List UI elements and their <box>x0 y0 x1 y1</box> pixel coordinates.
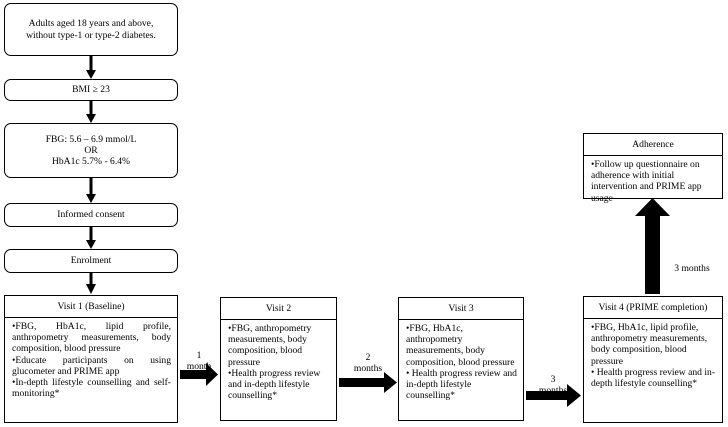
interval-v2-v3-line-1: 2 <box>365 352 371 363</box>
visit-4-title: Visit 4 (PRIME completion) <box>584 297 722 319</box>
eligibility-bmi-box: BMI ≥ 23 <box>4 79 178 101</box>
visit-2-title: Visit 2 <box>221 298 336 320</box>
down-arrow-5 <box>86 273 96 294</box>
enrolment-box: Enrolment <box>4 249 178 273</box>
eligibility-glucose-box: FBG: 5.6 – 6.9 mmol/L OR HbA1c 5.7% - 6.… <box>4 123 178 178</box>
visit-1-item-3: •In-depth lifestyle counselling and self… <box>12 377 171 400</box>
interval-label-v1-v2: 1 month <box>182 350 216 372</box>
visit-3-box: Visit 3 •FBG, HbA1c, anthropometry measu… <box>398 297 524 421</box>
visit-3-item-2: • Health progress review and in-depth li… <box>406 367 517 402</box>
interval-label-v3-v4: 3 months <box>524 374 582 396</box>
interval-v1-v2-line-1: 1 <box>196 350 202 361</box>
up-arrow-v4-adherence <box>635 198 670 294</box>
interval-v4-adherence-line: 3 months <box>674 263 710 274</box>
enrolment-line: Enrolment <box>70 255 112 267</box>
visit-1-item-1: •FBG, HbA1c, lipid profile, anthropometr… <box>12 321 171 355</box>
right-arrow-v2-v3 <box>339 372 397 393</box>
eligibility-bmi-line: BMI ≥ 23 <box>72 84 110 96</box>
interval-v1-v2-line-2: month <box>186 361 212 373</box>
visit-3-item-1: •FBG, HbA1c, anthropometry measurements,… <box>406 323 515 368</box>
visit-4-item-1: •FBG, HbA1c, lipid profile, anthropometr… <box>591 322 708 367</box>
down-arrow-4 <box>86 227 96 249</box>
visit-2-item-2: •Health progress review and in-depth lif… <box>228 367 321 402</box>
down-arrow-3 <box>86 178 96 203</box>
visit-2-item-1: •FBG, anthropometry measurements, body c… <box>228 323 312 368</box>
informed-consent-line: Informed consent <box>57 209 125 221</box>
eligibility-age-line-2: without type-1 or type-2 diabetes. <box>26 29 156 41</box>
interval-v3-v4-line-1: 3 <box>550 374 556 385</box>
visit-2-box: Visit 2 •FBG, anthropometry measurements… <box>220 297 337 421</box>
eligibility-age-box: Adults aged 18 years and above, without … <box>4 3 178 56</box>
eligibility-glucose-line-3: HbA1c 5.7% - 6.4% <box>51 156 131 168</box>
interval-label-v4-adherence: 3 months <box>664 263 720 274</box>
down-arrow-1 <box>86 56 96 79</box>
eligibility-glucose-line-2: OR <box>84 144 98 156</box>
right-arrow-v3-v4 <box>526 384 581 407</box>
adherence-title: Adherence <box>584 134 722 156</box>
interval-label-v2-v3: 2 months <box>338 352 398 374</box>
visit-1-item-2: •Educate participants on using glucomete… <box>12 354 171 377</box>
visit-4-box: Visit 4 (PRIME completion) •FBG, HbA1c, … <box>583 296 723 423</box>
informed-consent-box: Informed consent <box>4 203 178 227</box>
right-arrow-v1-v2 <box>180 363 218 386</box>
down-arrow-2 <box>86 101 96 123</box>
eligibility-age-line-1: Adults aged 18 years and above, <box>28 18 154 30</box>
visit-4-item-2: • Health progress review and in-depth li… <box>591 366 716 390</box>
interval-v2-v3-line-2: months <box>353 363 383 375</box>
adherence-box: Adherence •Follow up questionnaire on ad… <box>583 133 723 204</box>
adherence-item-1: •Follow up questionnaire on adherence wi… <box>591 159 702 204</box>
visit-3-title: Visit 3 <box>399 298 523 320</box>
eligibility-glucose-line-1: FBG: 5.6 – 6.9 mmol/L <box>45 133 137 145</box>
visit-1-title: Visit 1 (Baseline) <box>5 296 177 318</box>
interval-v3-v4-line-2: months <box>538 385 568 397</box>
visit-1-box: Visit 1 (Baseline) •FBG, HbA1c, lipid pr… <box>4 295 178 423</box>
down-arrows <box>86 56 96 294</box>
